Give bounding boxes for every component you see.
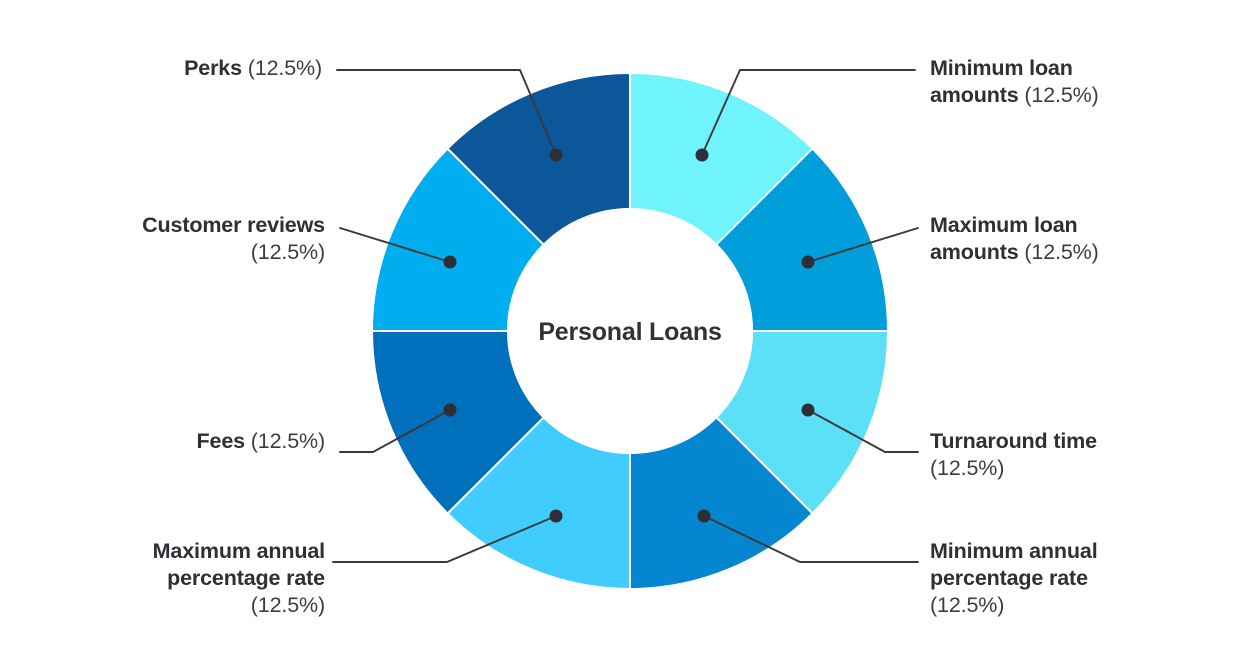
label-maximum-apr-line1: Maximum annual bbox=[152, 539, 325, 563]
label-turnaround-time-line1: Turnaround time bbox=[930, 429, 1097, 453]
donut-slices bbox=[370, 71, 890, 591]
label-minimum-loan-amounts-line2: amounts bbox=[930, 83, 1019, 107]
leader-turnaround-time bbox=[801, 403, 919, 453]
label-maximum-loan-amounts: Maximum loan amounts (12.5%) bbox=[930, 212, 1230, 266]
label-minimum-apr-line2: percentage rate bbox=[930, 566, 1088, 590]
label-minimum-annual-percentage-rate: Minimum annual percentage rate (12.5%) bbox=[930, 538, 1230, 619]
label-maximum-loan-amounts-pct: (12.5%) bbox=[1024, 240, 1099, 264]
leader-maximum-loan-amounts bbox=[801, 227, 919, 269]
leader-customer-reviews bbox=[339, 227, 457, 269]
label-customer-reviews: Customer reviews (12.5%) bbox=[20, 212, 325, 266]
label-perks: Perks (12.5%) bbox=[30, 55, 322, 82]
label-perks-line1: Perks bbox=[184, 56, 242, 80]
label-minimum-loan-amounts-pct: (12.5%) bbox=[1024, 83, 1099, 107]
label-maximum-apr-line2: percentage rate bbox=[167, 566, 325, 590]
label-fees-line1: Fees bbox=[196, 429, 246, 453]
leader-minimum-loan-amounts bbox=[695, 69, 916, 162]
label-perks-pct: (12.5%) bbox=[247, 56, 322, 80]
leader-fees bbox=[339, 403, 457, 453]
label-maximum-loan-amounts-line1: Maximum loan bbox=[930, 213, 1078, 237]
donut-center-hole bbox=[507, 208, 753, 454]
leader-perks bbox=[336, 69, 563, 162]
label-minimum-apr-pct: (12.5%) bbox=[930, 593, 1005, 617]
label-customer-reviews-line1: Customer reviews bbox=[142, 213, 325, 237]
label-turnaround-time: Turnaround time (12.5%) bbox=[930, 428, 1230, 482]
label-minimum-loan-amounts: Minimum loan amounts (12.5%) bbox=[930, 55, 1230, 109]
label-fees: Fees (12.5%) bbox=[30, 428, 326, 455]
label-minimum-loan-amounts-line1: Minimum loan bbox=[930, 56, 1073, 80]
leader-maximum-annual-percentage-rate bbox=[332, 509, 563, 563]
donut-center-label: Personal Loans bbox=[538, 318, 721, 346]
label-turnaround-time-pct: (12.5%) bbox=[930, 456, 1005, 480]
leader-lines bbox=[332, 69, 919, 563]
label-minimum-apr-line1: Minimum annual bbox=[930, 539, 1098, 563]
label-maximum-loan-amounts-line2: amounts bbox=[930, 240, 1019, 264]
label-maximum-apr-pct: (12.5%) bbox=[250, 593, 325, 617]
leader-minimum-annual-percentage-rate bbox=[697, 509, 919, 563]
label-customer-reviews-pct: (12.5%) bbox=[250, 240, 325, 264]
label-fees-pct: (12.5%) bbox=[250, 429, 325, 453]
label-maximum-annual-percentage-rate: Maximum annual percentage rate (12.5%) bbox=[20, 538, 325, 619]
